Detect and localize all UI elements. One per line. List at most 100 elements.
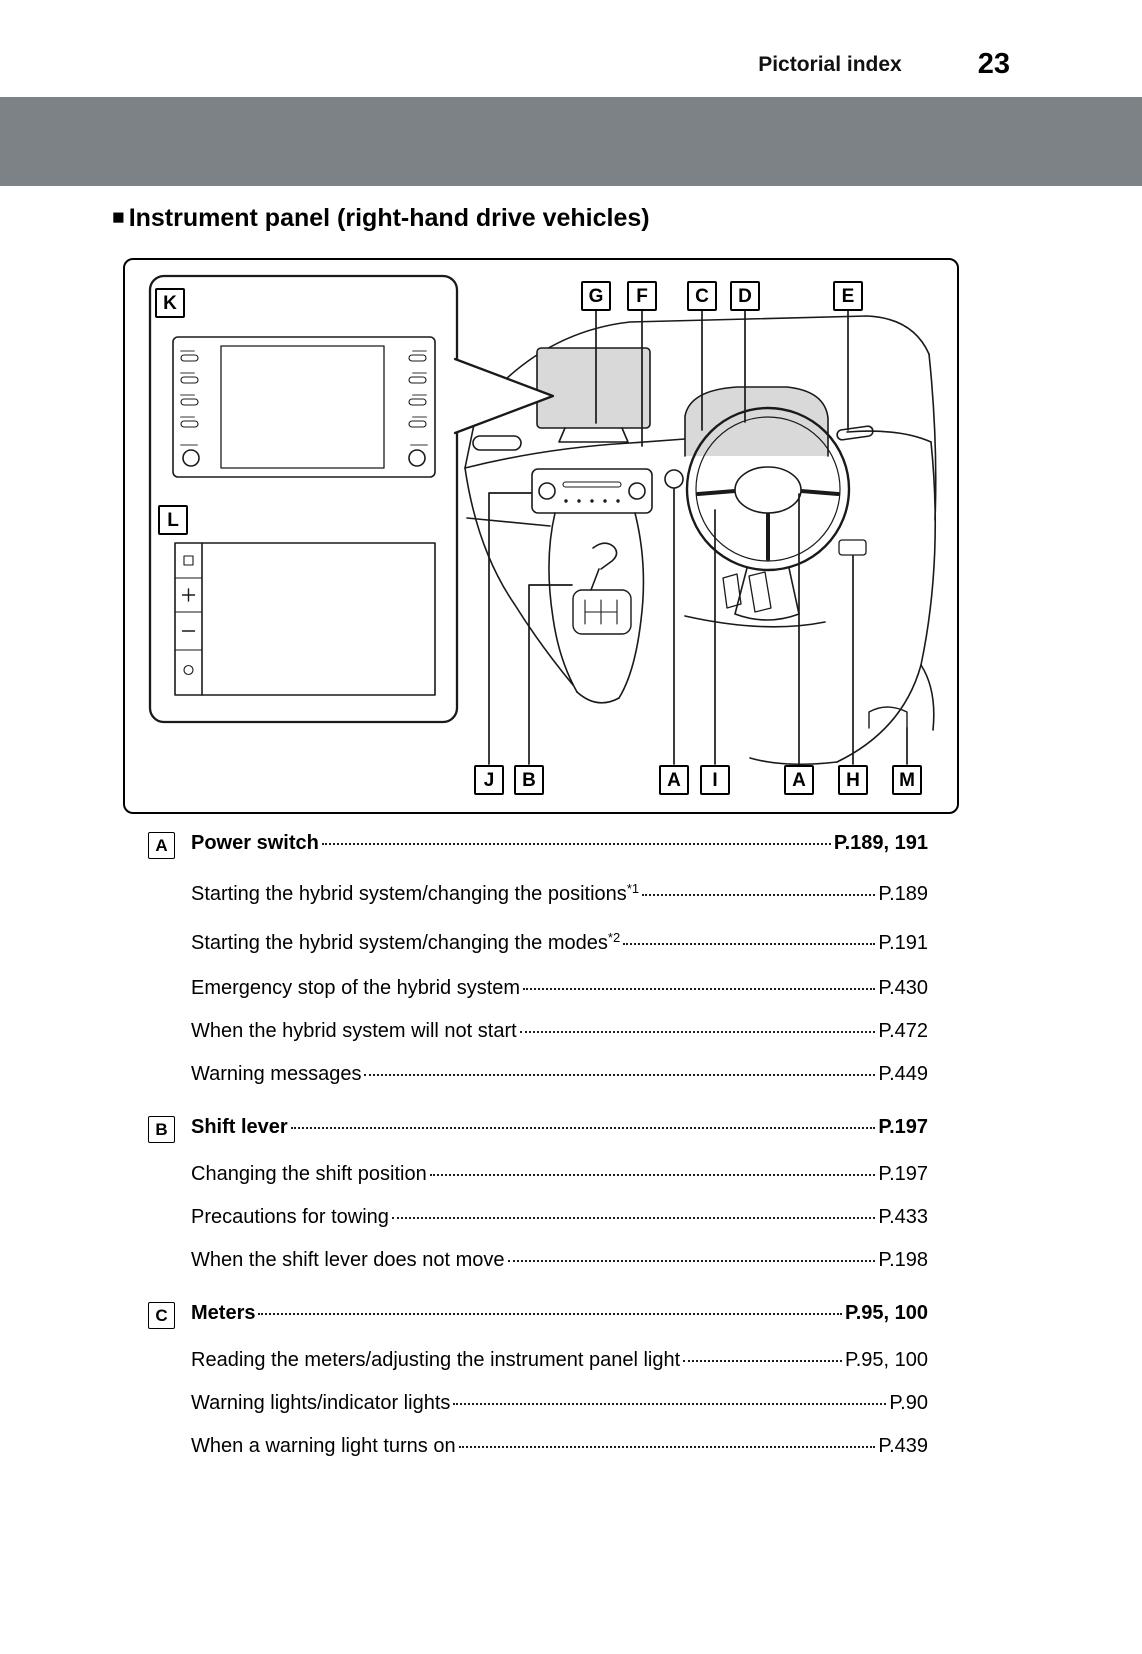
- diagram-callout-b: B: [514, 765, 544, 795]
- dots-leader: [391, 1217, 876, 1219]
- power-switch: [664, 469, 684, 489]
- diagram-callout-f: F: [627, 281, 657, 311]
- diagram-callout-c: C: [687, 281, 717, 311]
- diagram-callout-l: L: [158, 505, 188, 535]
- subentry-text: Precautions for towing: [191, 1206, 389, 1228]
- rear-control-panel: [174, 542, 436, 696]
- instrument-panel-diagram: K L G F C D E J B A I A H M: [123, 258, 959, 814]
- center-console: [548, 512, 645, 704]
- diagram-callout-k: K: [155, 288, 185, 318]
- dots-leader: [290, 1127, 876, 1129]
- page-header: Pictorial index 23: [0, 0, 1142, 97]
- index-subentry: Changing the shift position P.197: [191, 1162, 928, 1186]
- dots-leader: [683, 1360, 842, 1362]
- dots-leader: [623, 943, 876, 945]
- index-subentry: Emergency stop of the hybrid system P.43…: [191, 976, 928, 1000]
- subentry-text: Warning messages: [191, 1063, 362, 1085]
- steering-wheel: [685, 406, 851, 572]
- dots-leader: [507, 1260, 876, 1262]
- index-subentry: When the shift lever does not move P.198: [191, 1248, 928, 1272]
- diagram-callout-e: E: [833, 281, 863, 311]
- index-entry-a: A Power switch P.189, 191: [148, 832, 928, 859]
- diagram-callout-j: J: [474, 765, 504, 795]
- page-reference: P.430: [878, 977, 928, 999]
- subentry-text: When the shift lever does not move: [191, 1249, 505, 1271]
- dots-leader: [523, 988, 876, 990]
- dots-leader: [364, 1074, 876, 1076]
- page-reference: P.191: [878, 932, 928, 954]
- dashboard-line-art: [148, 274, 937, 766]
- fuel-opener-handle: [868, 706, 908, 729]
- section-title: ■ Instrument panel (right-hand drive veh…: [112, 202, 1142, 234]
- header-page-number: 23: [977, 47, 1010, 80]
- index-subentry: Precautions for towing P.433: [191, 1205, 928, 1229]
- entry-key-badge: C: [148, 1302, 175, 1329]
- dots-leader: [429, 1174, 876, 1176]
- dots-leader: [519, 1031, 876, 1033]
- chapter-color-band: [0, 97, 1142, 186]
- leader-lines: [488, 310, 908, 765]
- footnote-ref: *2: [607, 929, 621, 945]
- index-subentry: Starting the hybrid system/changing the …: [191, 880, 928, 908]
- subentry-text: When a warning light turns on: [191, 1435, 456, 1457]
- pictorial-index-list: A Power switch P.189, 191 Starting the h…: [148, 832, 928, 1458]
- header-section-title: Pictorial index: [758, 53, 902, 76]
- index-subentry: Reading the meters/adjusting the instrum…: [191, 1348, 928, 1372]
- page-reference: P.197: [878, 1163, 928, 1185]
- subentry-text: Emergency stop of the hybrid system: [191, 977, 521, 999]
- index-subentry: When the hybrid system will not start P.…: [191, 1019, 928, 1043]
- entry-title: Shift lever: [191, 1116, 288, 1138]
- entry-title: Power switch: [191, 832, 319, 854]
- magnified-panel: [148, 274, 555, 724]
- subentry-text: Starting the hybrid system/changing the …: [191, 880, 640, 905]
- page-reference: P.189: [878, 883, 928, 905]
- subentry-text: Starting the hybrid system/changing the …: [191, 929, 621, 954]
- dashboard-outline: [464, 315, 937, 766]
- page-reference: P.95, 100: [844, 1349, 928, 1371]
- instrument-cluster: [684, 386, 829, 457]
- dots-leader: [458, 1446, 876, 1448]
- page-reference: P.449: [878, 1063, 928, 1085]
- diagram-callout-m: M: [892, 765, 922, 795]
- section-title-text: Instrument panel (right-hand drive vehic…: [128, 203, 650, 232]
- page-reference: P.197: [878, 1116, 928, 1138]
- index-subentry: Starting the hybrid system/changing the …: [191, 929, 928, 957]
- index-entry-b: B Shift lever P.197: [148, 1116, 928, 1143]
- center-display: [536, 347, 651, 443]
- climate-control: [531, 468, 653, 514]
- section-marker-icon: ■: [112, 205, 125, 229]
- side-vent: [472, 435, 522, 451]
- shift-lever: [572, 542, 632, 635]
- page-reference: P.439: [878, 1435, 928, 1457]
- steering-column: [734, 567, 800, 621]
- subentry-text: Warning lights/indicator lights: [191, 1392, 451, 1414]
- diagram-callout-g: G: [581, 281, 611, 311]
- page-reference: P.198: [878, 1249, 928, 1271]
- lower-switch-panel: [838, 539, 867, 556]
- dots-leader: [453, 1403, 887, 1405]
- diagram-callout-h: H: [838, 765, 868, 795]
- dots-leader: [642, 894, 876, 896]
- subentry-text: Reading the meters/adjusting the instrum…: [191, 1349, 681, 1371]
- entry-key-badge: A: [148, 832, 175, 859]
- page-reference: P.95, 100: [844, 1302, 928, 1324]
- pedals: [722, 571, 772, 613]
- diagram-callout-d: D: [730, 281, 760, 311]
- diagram-callout-a2: A: [784, 765, 814, 795]
- entry-title: Meters: [191, 1302, 256, 1324]
- page-reference: P.433: [878, 1206, 928, 1228]
- dots-leader: [321, 843, 831, 845]
- index-subentry: Warning lights/indicator lights P.90: [191, 1391, 928, 1415]
- index-subentry: When a warning light turns on P.439: [191, 1434, 928, 1458]
- page-reference: P.472: [878, 1020, 928, 1042]
- page-reference: P.90: [889, 1392, 928, 1414]
- dots-leader: [258, 1313, 842, 1315]
- index-entry-c: C Meters P.95, 100: [148, 1302, 928, 1329]
- page-reference: P.189, 191: [833, 832, 928, 854]
- diagram-callout-i: I: [700, 765, 730, 795]
- subentry-text: When the hybrid system will not start: [191, 1020, 517, 1042]
- index-subentry: Warning messages P.449: [191, 1062, 928, 1086]
- footnote-ref: *1: [626, 880, 640, 896]
- entry-key-badge: B: [148, 1116, 175, 1143]
- subentry-text: Changing the shift position: [191, 1163, 427, 1185]
